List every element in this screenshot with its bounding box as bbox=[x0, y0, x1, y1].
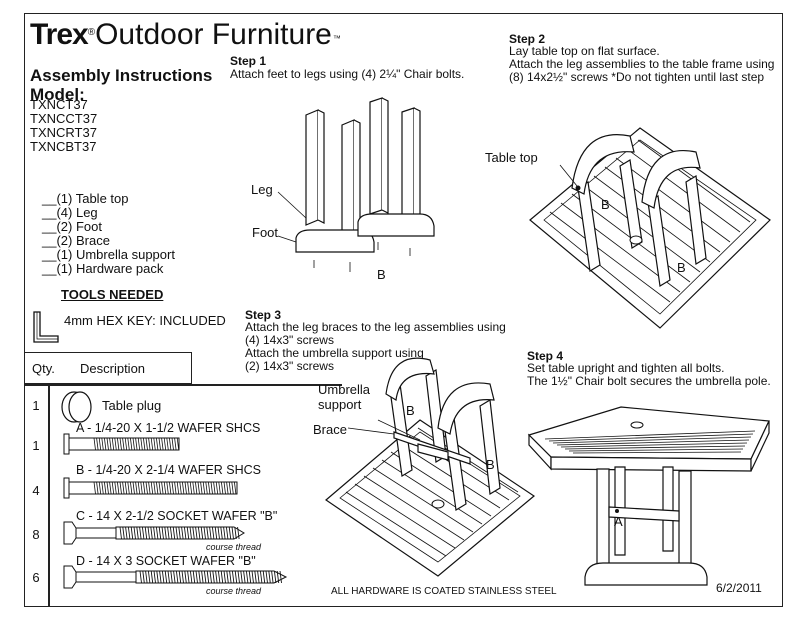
callout-leg: Leg bbox=[251, 182, 273, 197]
step3-text: Attach the leg braces to the leg assembl… bbox=[245, 321, 506, 373]
tools-heading: TOOLS NEEDED bbox=[61, 287, 164, 302]
bolt-b-icon bbox=[63, 477, 238, 499]
hex-key-label: 4mm HEX KEY: INCLUDED bbox=[64, 313, 226, 328]
callout-b-step2a: B bbox=[601, 197, 610, 212]
step2-title: Step 2 bbox=[509, 32, 546, 46]
part-item: __(1) Table top bbox=[42, 191, 129, 206]
hex-key-icon bbox=[33, 311, 59, 343]
model-item: TXNCRT37 bbox=[30, 125, 97, 140]
step4-line: The 1½" Chair bolt secures the umbrella … bbox=[527, 374, 771, 388]
table-plug-icon bbox=[61, 391, 92, 423]
screw-d-icon bbox=[63, 565, 288, 589]
part-item: __(2) Brace bbox=[42, 233, 110, 248]
callout-brace: Brace bbox=[313, 422, 347, 437]
row-qty: 1 bbox=[32, 398, 40, 413]
step2-line: Lay table top on flat surface. bbox=[509, 44, 660, 58]
part-item: __(1) Umbrella support bbox=[42, 247, 175, 262]
row-qty: 8 bbox=[32, 527, 40, 542]
step2-line: (8) 14x2½" screws *Do not tighten until … bbox=[509, 70, 765, 84]
step3-line: Attach the leg braces to the leg assembl… bbox=[245, 320, 506, 334]
callout-table-top: Table top bbox=[485, 150, 538, 165]
brand-registered: ® bbox=[87, 27, 96, 38]
step1-title: Step 1 bbox=[230, 54, 267, 68]
footer-note: ALL HARDWARE IS COATED STAINLESS STEEL bbox=[331, 586, 557, 597]
step4-line: Set table upright and tighten all bolts. bbox=[527, 361, 725, 375]
callout-b-step3a: B bbox=[406, 403, 415, 418]
row-label: D - 14 X 3 SOCKET WAFER "B" bbox=[76, 554, 256, 568]
row-label: C - 14 X 2-1/2 SOCKET WAFER "B" bbox=[76, 509, 278, 523]
step2-text: Lay table top on flat surface. Attach th… bbox=[509, 45, 774, 84]
footer-date: 6/2/2011 bbox=[716, 581, 762, 595]
row-qty: 1 bbox=[32, 438, 40, 453]
table-divider-v bbox=[48, 384, 50, 607]
model-item: TXNCCT37 bbox=[30, 111, 98, 126]
step4-title: Step 4 bbox=[527, 349, 564, 363]
hardware-table: Qty. Description 1 Table plug 1 A - 1/4-… bbox=[24, 352, 342, 607]
callout-foot: Foot bbox=[252, 225, 279, 240]
step4-text: Set table upright and tighten all bolts.… bbox=[527, 362, 771, 388]
table-divider-h bbox=[24, 384, 342, 386]
step3-title: Step 3 bbox=[245, 308, 282, 322]
step2-line: Attach the leg assemblies to the table f… bbox=[509, 57, 775, 71]
assembly-title: Assembly Instructions bbox=[30, 66, 213, 85]
model-item: TXNCBT37 bbox=[30, 139, 97, 154]
callout-b-step3b: B bbox=[486, 457, 495, 472]
model-label: Model: bbox=[30, 85, 85, 104]
part-item: __(4) Leg bbox=[42, 205, 98, 220]
part-item: __(2) Foot bbox=[42, 219, 102, 234]
step4-illustration bbox=[527, 406, 770, 586]
step1-text: Attach feet to legs using (4) 2¼" Chair … bbox=[230, 67, 465, 81]
row-label: Table plug bbox=[102, 398, 162, 413]
step1-illustration bbox=[277, 97, 435, 272]
step3-line: (2) 14x3" screws bbox=[245, 359, 334, 373]
thread-note: course thread bbox=[206, 542, 262, 552]
row-qty: 4 bbox=[32, 483, 40, 498]
part-item: __(1) Hardware pack bbox=[42, 261, 164, 276]
qty-header: Qty. bbox=[32, 361, 55, 376]
screw-c-icon bbox=[63, 521, 245, 545]
row-label: A - 1/4-20 X 1-1/2 WAFER SHCS bbox=[76, 421, 261, 435]
step3-line: Attach the umbrella support using bbox=[245, 346, 424, 360]
row-qty: 6 bbox=[32, 570, 40, 585]
brand-trex: Trex bbox=[30, 18, 89, 51]
parts-list: __(1) Table top __(4) Leg __(2) Foot __(… bbox=[42, 192, 175, 276]
page-frame bbox=[24, 13, 783, 607]
callout-umbrella-support: Umbrella support bbox=[318, 382, 371, 412]
callout-a-step4: A bbox=[614, 514, 623, 529]
assembly-heading: Assembly Instructions Model: bbox=[30, 66, 212, 104]
step3-illustration bbox=[325, 357, 536, 577]
brand-tm: ™ bbox=[332, 34, 341, 43]
bolt-a-icon bbox=[63, 433, 180, 455]
step2-illustration bbox=[529, 127, 771, 329]
model-item: TXNCT37 bbox=[30, 97, 88, 112]
model-list: TXNCT37 TXNCCT37 TXNCRT37 TXNCBT37 bbox=[30, 98, 97, 154]
desc-header: Description bbox=[80, 361, 146, 376]
step3-line: (4) 14x3" screws bbox=[245, 333, 334, 347]
callout-b-step1: B bbox=[377, 267, 386, 282]
brand-logo: Trex®Outdoor Furniture™ bbox=[30, 18, 341, 52]
table-header bbox=[24, 352, 192, 384]
brand-rest: Outdoor Furniture bbox=[95, 18, 332, 51]
thread-note: course thread bbox=[206, 586, 262, 596]
callout-b-step2b: B bbox=[677, 260, 686, 275]
row-label: B - 1/4-20 X 2-1/4 WAFER SHCS bbox=[76, 463, 262, 477]
